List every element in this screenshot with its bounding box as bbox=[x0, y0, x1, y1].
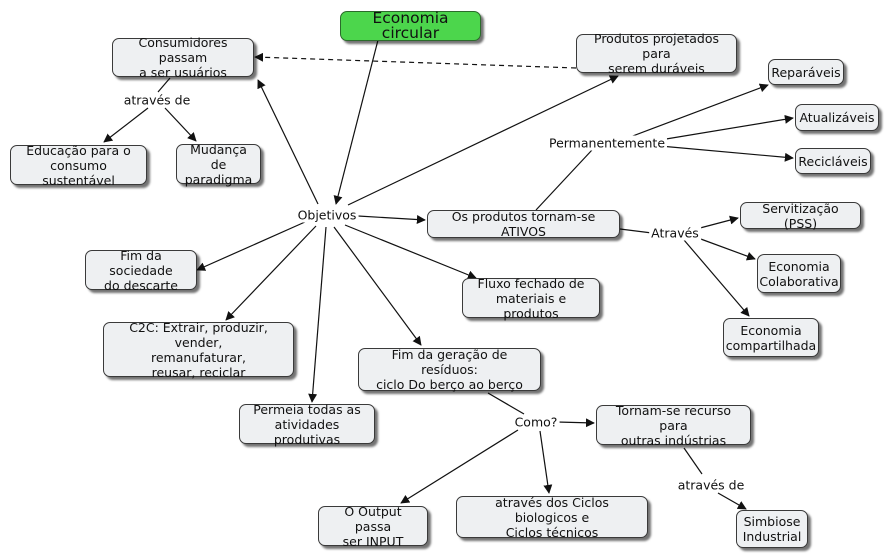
connector-atraves-educacao bbox=[103, 107, 149, 143]
connector-consumidores-atraves bbox=[157, 77, 171, 93]
connector-objetivos-fim-sociedade bbox=[196, 221, 306, 271]
connector-atraves-colaborativa bbox=[697, 237, 756, 261]
connector-objetivos-consumidores bbox=[257, 79, 319, 205]
node-fim-sociedade[interactable]: Fim da sociedade do descarte bbox=[85, 248, 197, 293]
link-atraves-de-1: através de bbox=[121, 92, 193, 108]
node-fim-geracao[interactable]: Fim da geração de resíduos: ciclo Do ber… bbox=[358, 347, 541, 392]
connector-produtos-consumidores bbox=[254, 52, 577, 69]
node-reparaveis[interactable]: Reparáveis bbox=[768, 59, 844, 85]
connector-como-output bbox=[400, 429, 519, 504]
node-economia-circular[interactable]: Economia circular bbox=[340, 10, 481, 41]
node-simbiose[interactable]: Simbiose Industrial bbox=[736, 510, 808, 548]
node-fluxo-fechado[interactable]: Fluxo fechado de materiais e produtos bbox=[462, 276, 600, 321]
link-objetivos: Objetivos bbox=[295, 207, 359, 223]
node-tornam-recurso[interactable]: Tornam-se recurso para outras indústrias bbox=[596, 403, 751, 448]
node-economia-colaborativa[interactable]: Economia Colaborativa bbox=[757, 254, 841, 293]
connector-objetivos-permeia bbox=[308, 226, 327, 403]
connector-root-objetivos bbox=[333, 39, 379, 205]
node-produtos-ativos[interactable]: Os produtos tornam-se ATIVOS bbox=[427, 209, 620, 239]
node-c2c[interactable]: C2C: Extrair, produzir, vender, remanufa… bbox=[103, 320, 294, 380]
connector-objetivos-fluxo bbox=[344, 224, 477, 280]
node-produtos-projetados[interactable]: Produtos projetados para serem duráveis bbox=[576, 31, 737, 76]
connector-objetivos-fim-geracao bbox=[333, 226, 422, 346]
connector-objetivos-produtos-projetados bbox=[347, 75, 619, 206]
connector-objetivos-produtos-ativos bbox=[357, 215, 426, 225]
node-output[interactable]: O Output passa ser INPUT bbox=[318, 504, 428, 549]
node-educacao[interactable]: Educação para o consumo sustentável bbox=[10, 143, 147, 188]
link-como: Como? bbox=[512, 414, 560, 430]
connector-permanentemente-reciclaveis bbox=[659, 145, 794, 162]
link-atraves-de-2: através de bbox=[675, 477, 747, 493]
connector-como-tornam bbox=[556, 418, 595, 428]
node-mudanca[interactable]: Mudança de paradigma bbox=[176, 142, 261, 187]
connector-permanentemente-atualizaveis bbox=[659, 114, 794, 141]
node-consumidores[interactable]: Consumidores passam a ser usuários bbox=[112, 35, 254, 80]
node-reciclaveis[interactable]: Recicláveis bbox=[795, 148, 871, 174]
node-permeia[interactable]: Permeia todas as atividades produtivas bbox=[239, 402, 375, 447]
connector-ativos-atraves bbox=[619, 228, 653, 234]
link-atraves: Através bbox=[649, 225, 701, 241]
connector-objetivos-c2c bbox=[225, 225, 317, 321]
connector-como-ciclos bbox=[539, 430, 553, 494]
link-permanentemente: Permanentemente bbox=[546, 135, 668, 151]
connector-atraves-servitizacao bbox=[699, 215, 739, 229]
connector-fim-geracao-como bbox=[487, 392, 525, 415]
node-atualizaveis[interactable]: Atualizáveis bbox=[795, 104, 879, 131]
node-servitizacao[interactable]: Servitização (PSS) bbox=[740, 201, 861, 231]
node-economia-compartilhada[interactable]: Economia compartilhada bbox=[723, 318, 819, 357]
connector-permanentemente-reparaveis bbox=[629, 83, 769, 138]
connector-ativos-permanentemente bbox=[535, 149, 593, 211]
connector-atraves-mudanca bbox=[164, 107, 197, 142]
node-ciclos[interactable]: através dos Ciclos biologicos e Ciclos t… bbox=[456, 495, 648, 540]
connector-atraves-compartilhada bbox=[683, 239, 750, 317]
connector-tornam-atraves bbox=[683, 447, 703, 475]
connector-atraves-simbiose bbox=[717, 492, 747, 510]
